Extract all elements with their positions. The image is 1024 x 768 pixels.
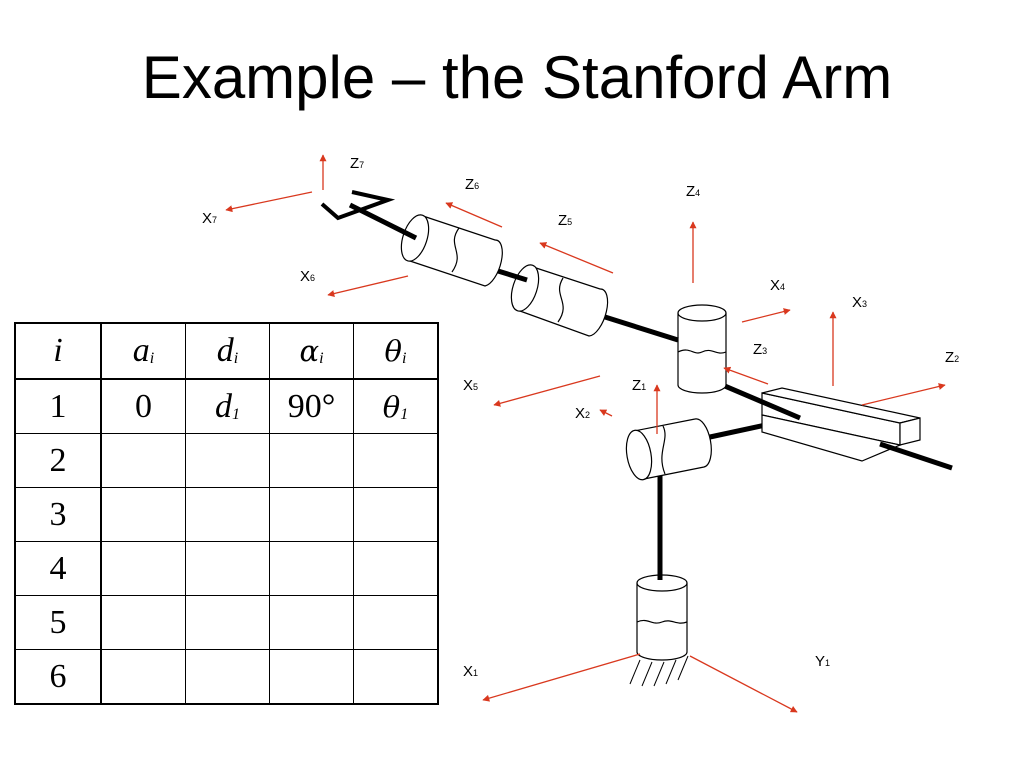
wrist-roll-cylinder <box>677 304 727 394</box>
cell-d <box>185 433 270 488</box>
slide-title: Example – the Stanford Arm <box>141 44 893 111</box>
cell-alpha <box>269 433 354 488</box>
cell-theta <box>353 433 439 488</box>
table-row: 5 <box>14 595 439 650</box>
wrist-pitch-cylinder <box>510 264 609 337</box>
gripper-icon <box>320 190 396 221</box>
x6-arrow <box>327 275 409 297</box>
table-row: 3 <box>14 487 439 542</box>
dh-parameter-table: i ai di αi θi 1 0 d1 90° θ1 2 3 4 5 <box>14 322 439 705</box>
cell-theta <box>353 649 439 705</box>
z3-arrow <box>723 366 769 385</box>
cell-alpha: 90° <box>269 378 354 434</box>
frame-labels: Z7 X7 Z6 X6 Z5 X5 Z4 X4 Z3 X3 Z2 X2 Z1 X… <box>202 155 959 680</box>
base-joint-cylinder <box>636 574 688 661</box>
cell-d <box>185 541 270 596</box>
x5-arrow <box>493 375 601 407</box>
cell-alpha <box>269 595 354 650</box>
y1-label: Y1 <box>815 653 830 670</box>
z1-label: Z1 <box>632 377 646 394</box>
header-i: i <box>14 322 102 380</box>
table-row: 1 0 d1 90° θ1 <box>14 378 439 434</box>
cell-i: 2 <box>14 433 102 488</box>
z5-label: Z5 <box>558 212 572 229</box>
header-alpha: αi <box>269 322 354 380</box>
cell-i: 3 <box>14 487 102 542</box>
x3-label: X3 <box>852 294 867 311</box>
cell-theta <box>353 595 439 650</box>
shoulder-joint-cylinder <box>625 418 712 481</box>
cell-i: 4 <box>14 541 102 596</box>
z2-label: Z2 <box>945 349 959 366</box>
x1-arrow <box>482 653 641 702</box>
z6-label: Z6 <box>465 176 479 193</box>
cell-i: 5 <box>14 595 102 650</box>
table-header-row: i ai di αi θi <box>14 322 439 380</box>
x4-arrow <box>741 308 791 323</box>
ground-hatch-icon <box>629 655 689 687</box>
x5-label: X5 <box>463 377 478 394</box>
header-d: di <box>185 322 270 380</box>
z4-label: Z4 <box>686 183 700 200</box>
y1-arrow <box>689 655 798 713</box>
prismatic-link-block <box>761 387 921 462</box>
header-theta: θi <box>353 322 439 380</box>
x1-label: X1 <box>463 663 478 680</box>
cell-i: 6 <box>14 649 102 705</box>
cell-theta: θ1 <box>353 378 439 434</box>
cell-d <box>185 649 270 705</box>
table-row: 6 <box>14 649 439 705</box>
wrist-yaw-cylinder <box>400 214 503 287</box>
cell-a <box>100 433 186 488</box>
cell-alpha <box>269 541 354 596</box>
cell-a <box>100 649 186 705</box>
z3-label: Z3 <box>753 341 767 358</box>
z5-arrow <box>539 242 614 274</box>
table-row: 2 <box>14 433 439 488</box>
robot-links <box>320 190 953 687</box>
x7-label: X7 <box>202 210 217 227</box>
z2-arrow <box>861 383 946 406</box>
cell-alpha <box>269 649 354 705</box>
table-row: 4 <box>14 541 439 596</box>
z6-arrow <box>445 202 503 228</box>
x2-arrow <box>599 409 613 417</box>
x2-label: X2 <box>575 405 590 422</box>
x6-label: X6 <box>300 268 315 285</box>
frame-arrows <box>225 154 946 713</box>
header-a: ai <box>100 322 186 380</box>
x7-arrow <box>225 191 313 213</box>
cell-a <box>100 595 186 650</box>
x4-label: X4 <box>770 277 785 294</box>
cell-alpha <box>269 487 354 542</box>
cell-i: 1 <box>14 378 102 434</box>
z7-label: Z7 <box>350 155 364 172</box>
